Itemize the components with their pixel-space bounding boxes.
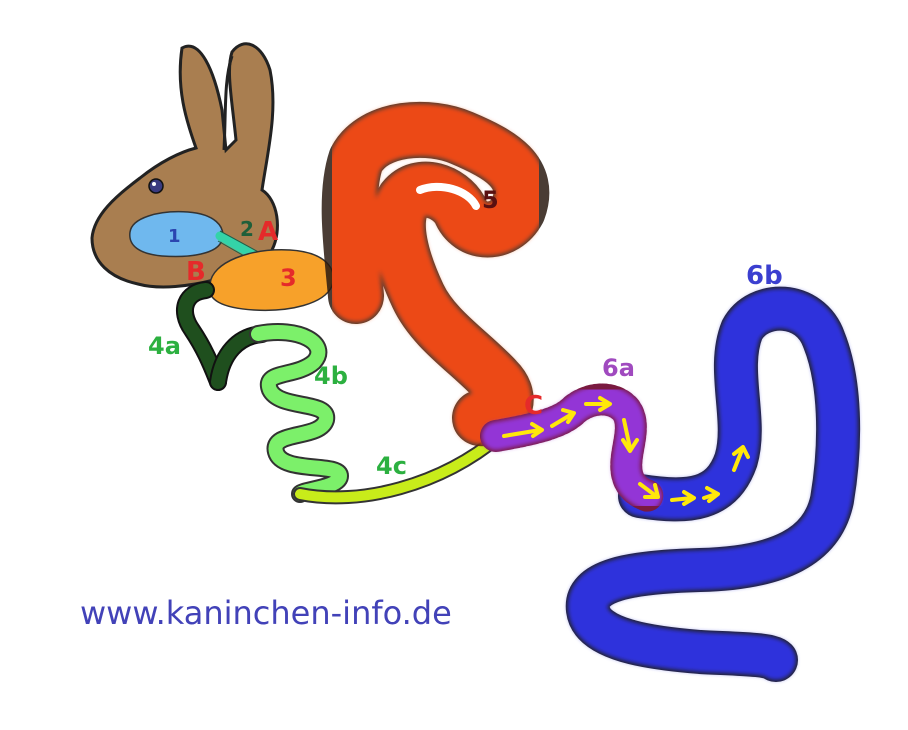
cecum: [321, 101, 550, 447]
label-6b: 6b: [746, 261, 783, 291]
flow-arrows: [502, 396, 750, 506]
label-2: 2: [240, 217, 254, 241]
label-C: C: [524, 391, 543, 421]
rabbit-eye-icon: [148, 178, 164, 194]
ileum: [293, 429, 507, 505]
label-A: A: [258, 217, 278, 247]
label-6a: 6a: [602, 354, 635, 382]
jejunum: [249, 323, 349, 503]
distal-colon: [565, 286, 861, 682]
label-B: B: [186, 257, 206, 287]
label-5: 5: [482, 186, 499, 214]
label-1: 1: [168, 226, 181, 247]
label-4a: 4a: [148, 332, 181, 360]
label-3: 3: [280, 264, 297, 292]
proximal-colon: [480, 383, 664, 512]
label-4c: 4c: [376, 452, 407, 480]
website-url: www.kaninchen-info.de: [80, 594, 452, 632]
label-4b: 4b: [314, 362, 348, 390]
